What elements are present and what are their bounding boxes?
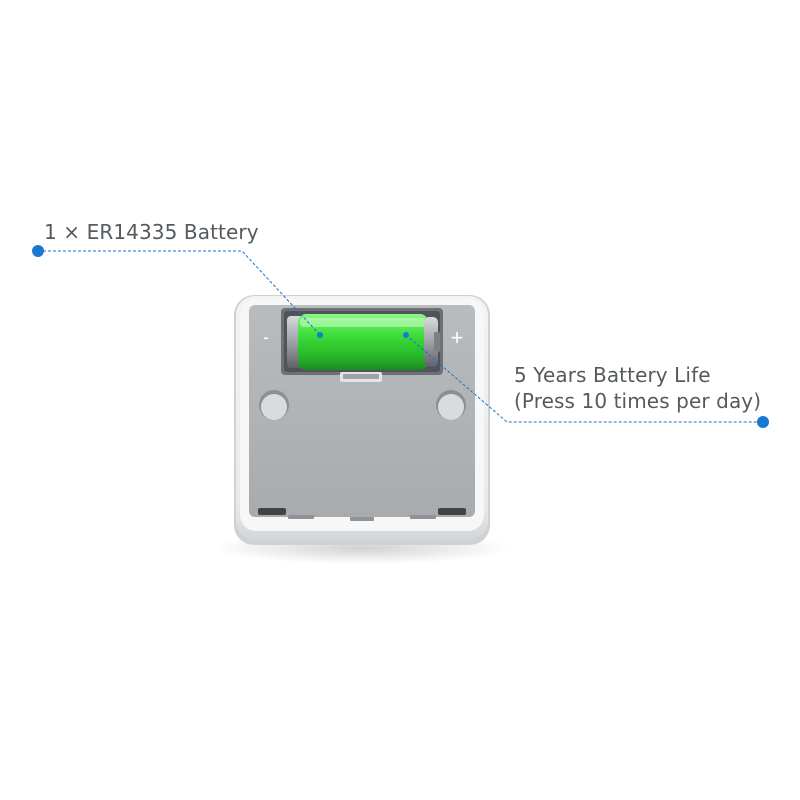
battery-type-label: 1 × ER14335 Battery [44,220,259,244]
polarity-plus: + [451,325,464,350]
battery-life-label: 5 Years Battery Life (Press 10 times per… [514,362,761,414]
mounting-hole-right [436,390,466,420]
battery-life-line1: 5 Years Battery Life [514,363,711,387]
callout-battery-life [403,332,769,428]
callout-anchor-dot [32,245,44,257]
callout-target-dot [317,332,323,338]
callout-target-dot [403,332,409,338]
callout-anchor-dot [757,416,769,428]
battery-life-line2: (Press 10 times per day) [514,389,762,413]
polarity-minus: - [263,327,269,347]
mounting-hole-left [259,390,289,420]
battery-icon [287,314,440,370]
bottom-clips [258,508,466,521]
callout-battery-type [32,245,323,338]
